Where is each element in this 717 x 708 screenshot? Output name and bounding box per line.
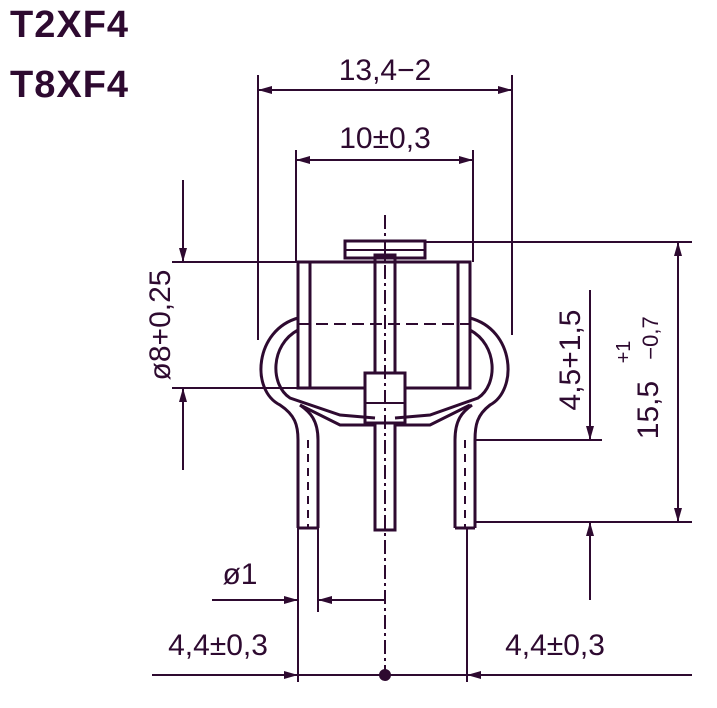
lead-length-dimension bbox=[475, 290, 602, 600]
pin-diameter-dimension bbox=[212, 528, 385, 682]
lead-length-label: 4,5+1,5 bbox=[554, 310, 587, 411]
body-width-dimension bbox=[295, 150, 474, 262]
part-number-1: T2XF4 bbox=[10, 4, 130, 46]
diameter-label: ø8+0,25 bbox=[144, 270, 177, 381]
overall-width-label: 13,4−2 bbox=[339, 54, 432, 87]
pitch-dimension bbox=[152, 528, 692, 682]
height-dimension bbox=[425, 241, 692, 523]
diameter-dimension bbox=[172, 180, 298, 470]
body-width-label: 10±0,3 bbox=[339, 122, 431, 155]
pitch-left-label: 4,4±0,3 bbox=[168, 629, 268, 662]
pitch-right-label: 4,4±0,3 bbox=[505, 629, 605, 662]
leads bbox=[259, 316, 510, 530]
height-label: 15,5 bbox=[632, 381, 665, 439]
pin-diameter-label: ø1 bbox=[222, 558, 257, 591]
height-upper-tolerance: +1 bbox=[613, 341, 635, 364]
part-number-2: T8XF4 bbox=[10, 64, 130, 106]
overall-width-dimension bbox=[257, 75, 513, 340]
height-lower-tolerance: −0,7 bbox=[638, 316, 663, 359]
